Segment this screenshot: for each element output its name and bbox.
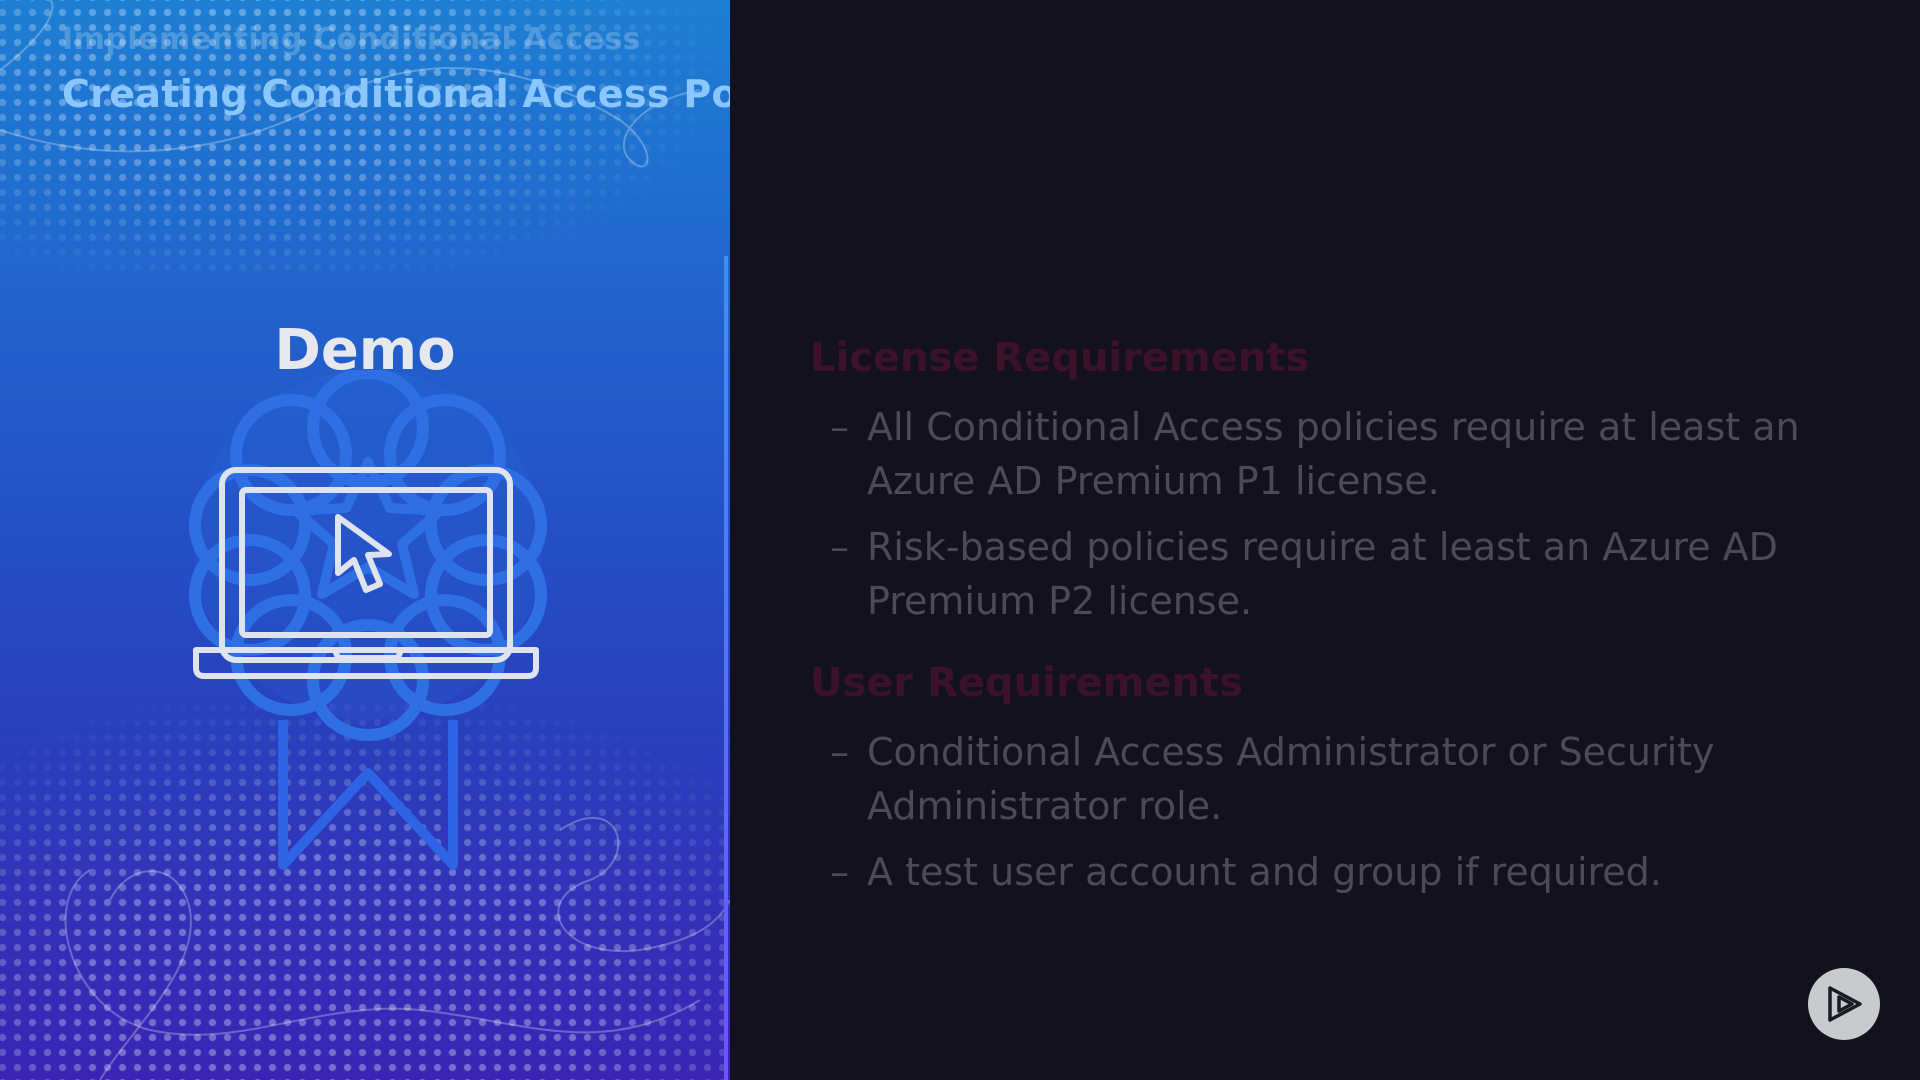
bullet-text: All Conditional Access policies require … — [867, 405, 1800, 503]
bullet-text: Conditional Access Administrator or Secu… — [867, 730, 1715, 828]
course-title: Implementing Conditional Access — [62, 22, 642, 57]
laptop-cursor-ribbon-icon — [189, 370, 547, 870]
bullet-dash: – — [830, 525, 849, 569]
title-panel: Implementing Conditional Access Creating… — [0, 0, 730, 1080]
content-panel: License Requirements – All Conditional A… — [730, 0, 1920, 1080]
license-requirements-list: – All Conditional Access policies requir… — [830, 400, 1830, 640]
list-item: – Risk-based policies require at least a… — [830, 520, 1830, 628]
user-requirements-heading: User Requirements — [810, 660, 1243, 706]
bullet-text: A test user account and group if require… — [867, 850, 1662, 894]
list-item: – All Conditional Access policies requir… — [830, 400, 1830, 508]
bullet-dash: – — [830, 730, 849, 774]
user-requirements-list: – Conditional Access Administrator or Se… — [830, 725, 1830, 911]
dot-pattern-bottom — [0, 700, 730, 1080]
play-logo-icon — [1808, 968, 1880, 1040]
accent-divider — [724, 256, 728, 1080]
bullet-text: Risk-based policies require at least an … — [867, 525, 1778, 623]
bullet-dash: – — [830, 405, 849, 449]
bullet-dash: – — [830, 850, 849, 894]
list-item: – A test user account and group if requi… — [830, 845, 1830, 899]
decorative-swirls — [0, 0, 730, 1080]
license-requirements-heading: License Requirements — [810, 335, 1310, 381]
list-item: – Conditional Access Administrator or Se… — [830, 725, 1830, 833]
module-title: Creating Conditional Access Policies — [62, 72, 730, 116]
dot-pattern-top — [0, 0, 730, 280]
